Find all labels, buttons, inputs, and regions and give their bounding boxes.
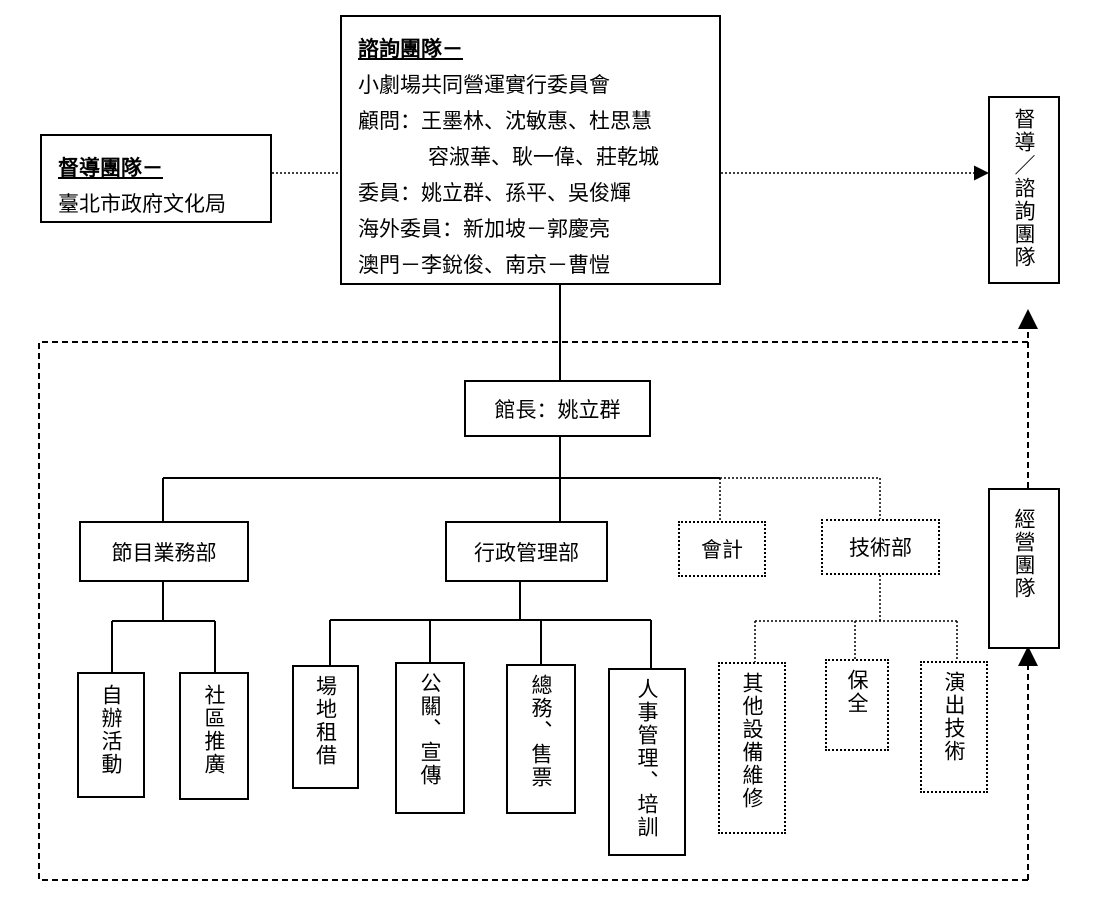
dept-admin-box: 行政管理部 [445,521,608,582]
unit-hr-training: 人事管理、培訓 [635,678,659,839]
consulting-line: 澳門－李銳俊、南京－曹愷 [358,253,610,277]
unit-self-organized-activities: 自辦活動 [99,684,123,776]
consulting-line: 小劇場共同營運實行委員會 [358,73,610,97]
consulting-line: 顧問：王墨林、沈敏惠、杜思慧 [358,109,652,133]
unit-box: 人事管理、培訓 [608,668,686,856]
director-box: 館長：姚立群 [464,380,651,437]
dept-program-box: 節目業務部 [79,521,249,582]
consulting-title: 諮詢團隊－ [358,36,463,61]
dept-program-label: 節目業務部 [111,540,217,565]
unit-community-outreach: 社區推廣 [202,684,226,776]
consulting-line: 委員：姚立群、孫平、吳俊輝 [358,181,631,205]
consulting-line: 容淑華、耿一偉、莊乾城 [428,145,659,169]
unit-box: 場地租借 [292,665,359,789]
unit-box: 其他設備維修 [718,662,786,834]
supervise-consult-label: 督導／諮詢團隊 [1012,108,1036,269]
supervision-body: 臺北市政府文化局 [58,192,226,216]
director-label: 館長：姚立群 [494,397,621,422]
unit-general-affairs-ticketing: 總務、售票 [529,674,553,789]
dept-technical-label: 技術部 [849,536,912,560]
unit-performance-technology: 演出技術 [942,671,966,763]
consulting-line: 海外委員：新加坡－郭慶亮 [358,217,610,241]
unit-pr-promotion: 公關、宣傳 [418,672,442,787]
unit-box: 公關、宣傳 [395,662,465,814]
dept-accounting-box: 會計 [678,521,766,577]
consulting-team-box: 諮詢團隊－ 小劇場共同營運實行委員會 顧問：王墨林、沈敏惠、杜思慧 容淑華、耿一… [340,15,721,285]
operations-label: 經營團隊 [1012,508,1036,600]
unit-box: 演出技術 [920,661,988,793]
dept-technical-box: 技術部 [821,519,940,575]
unit-box: 自辦活動 [77,672,145,798]
dept-accounting-label: 會計 [701,538,743,562]
supervise-consult-side-box: 督導／諮詢團隊 [988,96,1060,284]
unit-box: 總務、售票 [506,664,576,814]
unit-equipment-maintenance: 其他設備維修 [740,672,764,810]
unit-box: 社區推廣 [179,672,249,800]
unit-box: 保全 [825,659,889,751]
operations-side-box: 經營團隊 [988,488,1060,649]
supervision-team-box: 督導團隊－ 臺北市政府文化局 [40,134,272,223]
supervision-title: 督導團隊－ [58,155,163,180]
unit-venue-rental: 場地租借 [313,675,338,767]
operations-frame [38,341,1028,881]
unit-security: 保全 [845,669,869,715]
dept-admin-label: 行政管理部 [474,540,579,565]
